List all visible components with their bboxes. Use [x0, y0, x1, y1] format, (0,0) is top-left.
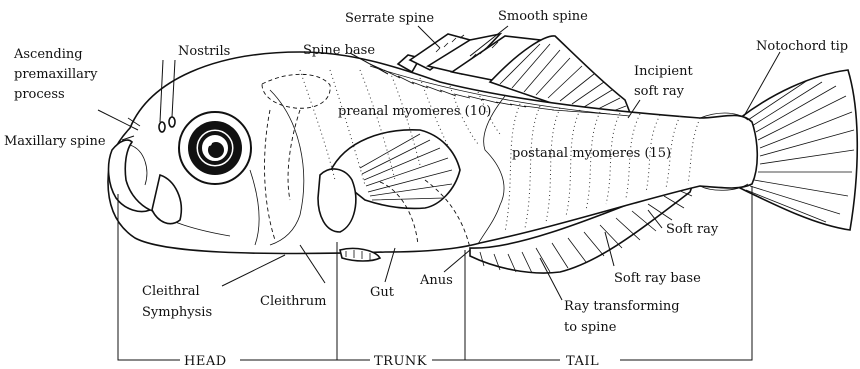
label-nostrils: Nostrils — [178, 44, 230, 59]
label-soft-ray-base: Soft ray base — [614, 271, 701, 286]
section-trunk: TRUNK — [374, 354, 427, 369]
label-preanal-myomeres: preanal myomeres (10) — [338, 104, 491, 119]
label-cleithral-1: Cleithral — [142, 284, 200, 299]
section-head: HEAD — [184, 354, 227, 369]
label-cleithrum: Cleithrum — [260, 294, 326, 309]
label-gut: Gut — [370, 285, 395, 300]
label-soft-ray: Soft ray — [666, 222, 719, 237]
label-serrate-spine: Serrate spine — [345, 11, 434, 26]
label-ascending-1: Ascending — [13, 47, 83, 62]
label-maxillary-spine: Maxillary spine — [4, 134, 106, 149]
label-ray-transforming-2: to spine — [564, 320, 617, 335]
label-incipient-1: Incipient — [634, 64, 693, 79]
label-cleithral-2: Symphysis — [142, 305, 212, 320]
label-ascending-3: process — [14, 87, 65, 102]
label-smooth-spine: Smooth spine — [498, 9, 588, 24]
label-incipient-2: soft ray — [634, 84, 685, 99]
label-ascending-2: premaxillary — [14, 67, 98, 82]
eye — [179, 112, 251, 184]
label-spine-base: Spine base — [303, 43, 375, 58]
label-notochord-tip: Notochord tip — [756, 39, 848, 54]
label-anus: Anus — [419, 273, 453, 288]
label-ray-transforming-1: Ray transforming — [564, 299, 680, 314]
label-postanal-myomeres: postanal myomeres (15) — [512, 146, 671, 161]
section-tail: TAIL — [566, 354, 599, 369]
